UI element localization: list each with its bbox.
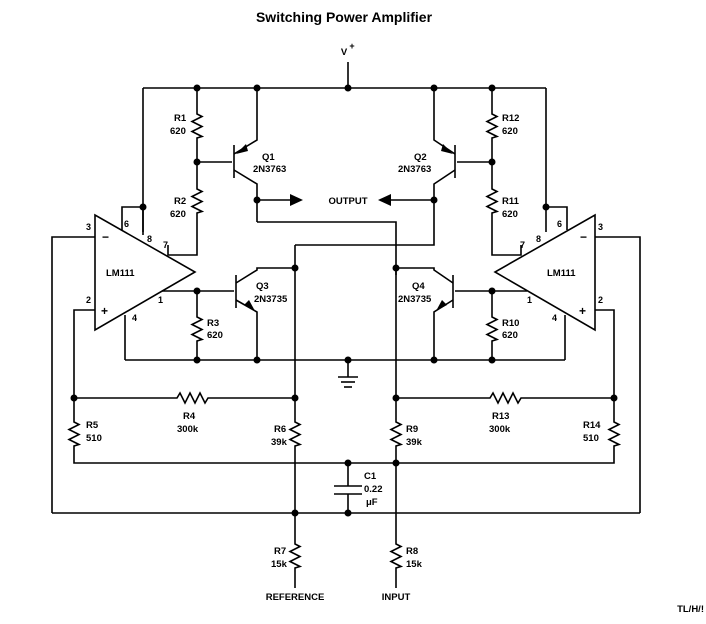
supply-label: V bbox=[341, 47, 348, 58]
junction-dot bbox=[193, 356, 201, 364]
opamp-left-pin6: 6 bbox=[124, 219, 129, 229]
r5-value: 510 bbox=[86, 433, 102, 444]
opamp-left-pin2: 2 bbox=[86, 295, 91, 305]
resistor-r5 bbox=[68, 417, 80, 451]
r6-value: 39k bbox=[271, 437, 288, 448]
junction-dot bbox=[344, 84, 352, 92]
opamp-right-name: LM111 bbox=[547, 268, 576, 279]
diagram-title: Switching Power Amplifier bbox=[256, 9, 433, 25]
supply-sup: + bbox=[349, 41, 354, 51]
input-label: INPUT bbox=[382, 592, 411, 603]
r2-value: 620 bbox=[170, 209, 186, 220]
resistor-r12 bbox=[486, 109, 498, 143]
q2-ref: Q2 bbox=[414, 152, 427, 163]
output-label: OUTPUT bbox=[328, 196, 367, 207]
opamp-right-pin7: 7 bbox=[520, 240, 525, 250]
opamp-left: LM111 − + 3 2 6 8 7 1 4 bbox=[86, 213, 197, 332]
junction-dot bbox=[392, 264, 400, 272]
r14-value: 510 bbox=[583, 433, 599, 444]
r4-value: 300k bbox=[177, 424, 199, 435]
resistor-r3 bbox=[191, 312, 203, 346]
junction-dot bbox=[253, 356, 261, 364]
opamp-right-minus: − bbox=[580, 230, 587, 244]
r13-value: 300k bbox=[489, 424, 511, 435]
q4-ref: Q4 bbox=[412, 281, 425, 292]
opamp-right-plus: + bbox=[579, 304, 586, 318]
opamp-left-plus: + bbox=[101, 304, 108, 318]
junction-dot bbox=[291, 509, 299, 517]
r9-ref: R9 bbox=[406, 424, 418, 435]
r6-ref: R6 bbox=[274, 424, 286, 435]
capacitor-c1 bbox=[334, 463, 362, 513]
r10-ref: R10 bbox=[502, 318, 519, 329]
r3-value: 620 bbox=[207, 330, 223, 341]
r7-value: 15k bbox=[271, 559, 288, 570]
r7-ref: R7 bbox=[274, 546, 286, 557]
supply-terminal: V + bbox=[341, 41, 355, 88]
transistor-q4 bbox=[396, 267, 454, 360]
resistor-r10 bbox=[486, 312, 498, 346]
junction-dot bbox=[344, 509, 352, 517]
r8-ref: R8 bbox=[406, 546, 418, 557]
opamp-right: LM111 − + 3 2 6 8 7 1 4 bbox=[493, 213, 603, 332]
r11-ref: R11 bbox=[502, 196, 520, 207]
q4-part: 2N3735 bbox=[398, 294, 432, 305]
opamp-left-pin3: 3 bbox=[86, 222, 91, 232]
resistor-r7 bbox=[289, 539, 301, 573]
q2-part: 2N3763 bbox=[398, 164, 431, 175]
r4-ref: R4 bbox=[183, 411, 196, 422]
c1-unit: μF bbox=[366, 497, 378, 508]
resistor-r1 bbox=[191, 109, 203, 143]
ground-icon bbox=[338, 360, 358, 388]
resistor-r6 bbox=[289, 417, 301, 451]
r12-value: 620 bbox=[502, 126, 518, 137]
r2-ref: R2 bbox=[174, 196, 186, 207]
resistor-r9 bbox=[390, 417, 402, 451]
q1-ref: Q1 bbox=[262, 152, 275, 163]
c1-ref: C1 bbox=[364, 471, 377, 482]
opamp-left-minus: − bbox=[102, 230, 109, 244]
q1-part: 2N3763 bbox=[253, 164, 286, 175]
resistor-r14 bbox=[608, 417, 620, 451]
transistor-q3 bbox=[235, 267, 295, 360]
opamp-left-pin4: 4 bbox=[132, 313, 137, 323]
r3-ref: R3 bbox=[207, 318, 219, 329]
resistor-r8 bbox=[390, 539, 402, 573]
transistor-q2 bbox=[433, 88, 492, 222]
r13-ref: R13 bbox=[492, 411, 509, 422]
r1-value: 620 bbox=[170, 126, 186, 137]
transistor-q1 bbox=[197, 88, 258, 222]
r5-ref: R5 bbox=[86, 420, 99, 431]
q3-part: 2N3735 bbox=[254, 294, 288, 305]
r10-value: 620 bbox=[502, 330, 518, 341]
r1-ref: R1 bbox=[174, 113, 187, 124]
opamp-left-name: LM111 bbox=[106, 268, 135, 279]
r9-value: 39k bbox=[406, 437, 423, 448]
opamp-right-pin3: 3 bbox=[598, 222, 603, 232]
r11-value: 620 bbox=[502, 209, 518, 220]
opamp-right-pin6: 6 bbox=[557, 219, 562, 229]
q3-ref: Q3 bbox=[256, 281, 269, 292]
r12-ref: R12 bbox=[502, 113, 519, 124]
resistor-r13 bbox=[484, 392, 526, 404]
r14-ref: R14 bbox=[583, 420, 601, 431]
opamp-left-pin1: 1 bbox=[158, 295, 163, 305]
opamp-right-pin2: 2 bbox=[598, 295, 603, 305]
resistor-r2 bbox=[191, 184, 203, 218]
opamp-right-pin4: 4 bbox=[552, 313, 557, 323]
opamp-right-pin1: 1 bbox=[527, 295, 532, 305]
opamp-left-pin8: 8 bbox=[147, 234, 152, 244]
resistor-r4 bbox=[171, 392, 213, 404]
corner-code: TL/H/! bbox=[677, 604, 704, 615]
opamp-right-pin8: 8 bbox=[536, 234, 541, 244]
opamp-left-pin7: 7 bbox=[163, 240, 168, 250]
c1-value: 0.22 bbox=[364, 484, 383, 495]
r8-value: 15k bbox=[406, 559, 423, 570]
resistor-r11 bbox=[486, 184, 498, 218]
reference-label: REFERENCE bbox=[266, 592, 325, 603]
